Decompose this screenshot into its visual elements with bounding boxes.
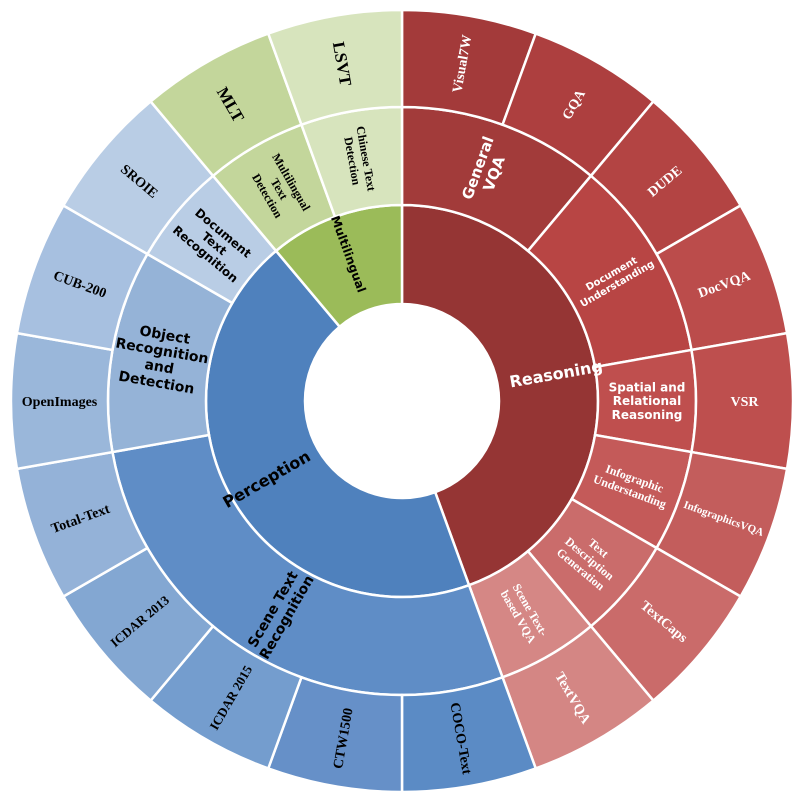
center-hole bbox=[305, 304, 499, 498]
segments-layer bbox=[9, 8, 795, 794]
outer-segment-lsvt[interactable] bbox=[266, 8, 404, 127]
outer-label-openimages: OpenImages bbox=[22, 395, 98, 410]
outer-label-vsr: VSR bbox=[730, 395, 759, 410]
